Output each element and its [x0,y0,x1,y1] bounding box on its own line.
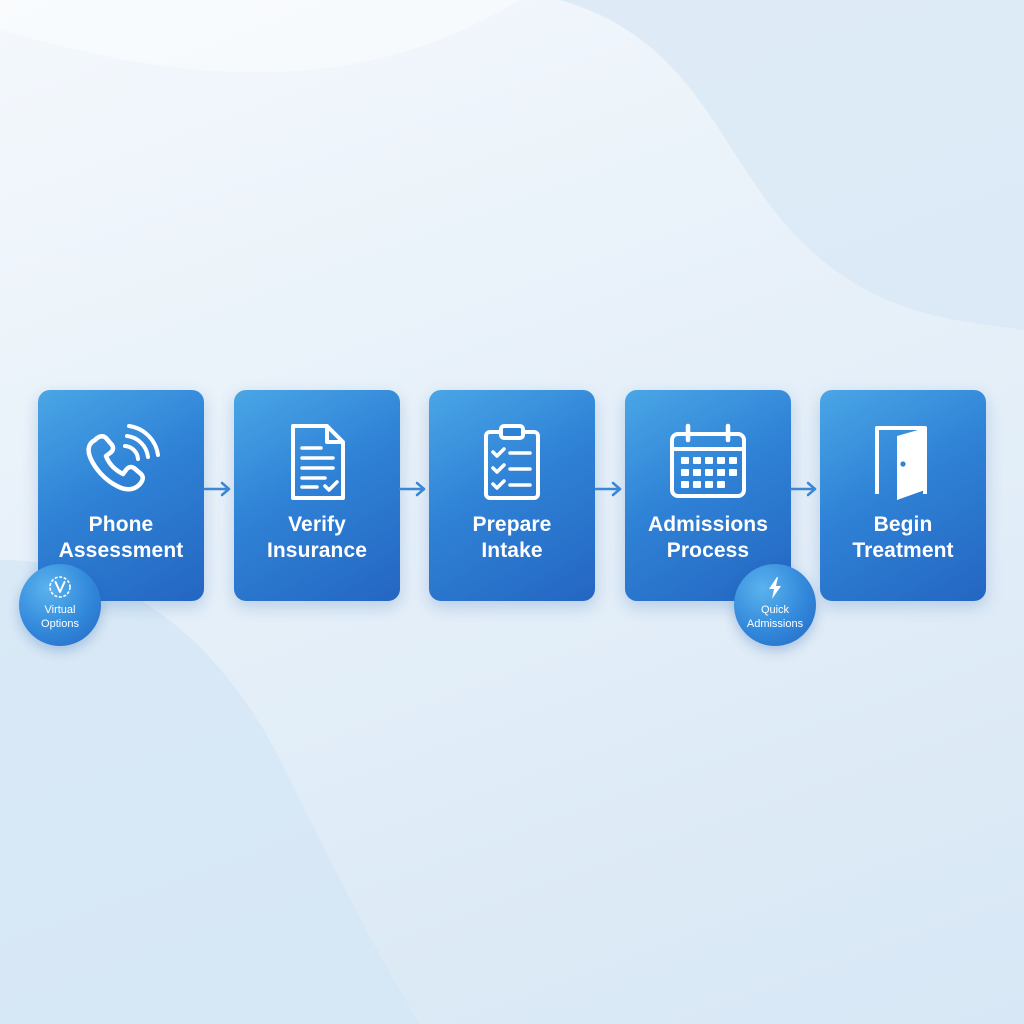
badge-label: Quick Admissions [734,603,816,631]
document-icon [291,424,345,500]
badge-label-line: Options [41,618,79,630]
step-label-line: Assessment [58,539,184,562]
step-label: Prepare Intake [429,512,595,564]
step-label: Verify Insurance [234,512,400,564]
v-emblem-icon [49,576,71,598]
badge-label: Virtual Options [19,603,101,631]
arrow-right-icon [594,481,622,497]
badge-label-line: Admissions [746,618,804,630]
badge-virtual-options: Virtual Options [19,564,101,646]
step-label: Phone Assessment [38,512,204,564]
step-label-line: Phone [88,513,154,536]
step-card-phone-assessment: Phone Assessment [38,390,204,601]
step-label-line: Verify [288,513,346,536]
arrow-right-icon [398,481,426,497]
badge-label-line: Quick [760,604,790,616]
step-label-line: Begin [873,513,933,536]
step-label-line: Admissions [647,513,769,536]
arrow-right-icon [203,481,231,497]
step-label-line: Prepare [472,513,552,536]
phone-icon [86,424,160,492]
lightning-bolt-icon [769,577,781,599]
badge-quick-admissions: Quick Admissions [734,564,816,646]
step-label-line: Treatment [852,539,954,562]
step-card-verify-insurance: Verify Insurance [234,390,400,601]
step-label-line: Intake [481,539,543,562]
arrow-right-icon [789,481,817,497]
badge-label-line: Virtual [44,604,76,616]
step-label: Begin Treatment [820,512,986,564]
clipboard-checklist-icon [484,424,540,500]
step-label-line: Process [666,539,750,562]
door-icon [875,426,927,500]
step-card-prepare-intake: Prepare Intake [429,390,595,601]
step-label-line: Insurance [266,539,368,562]
step-label: Admissions Process [625,512,791,564]
step-card-begin-treatment: Begin Treatment [820,390,986,601]
calendar-icon [670,423,746,498]
